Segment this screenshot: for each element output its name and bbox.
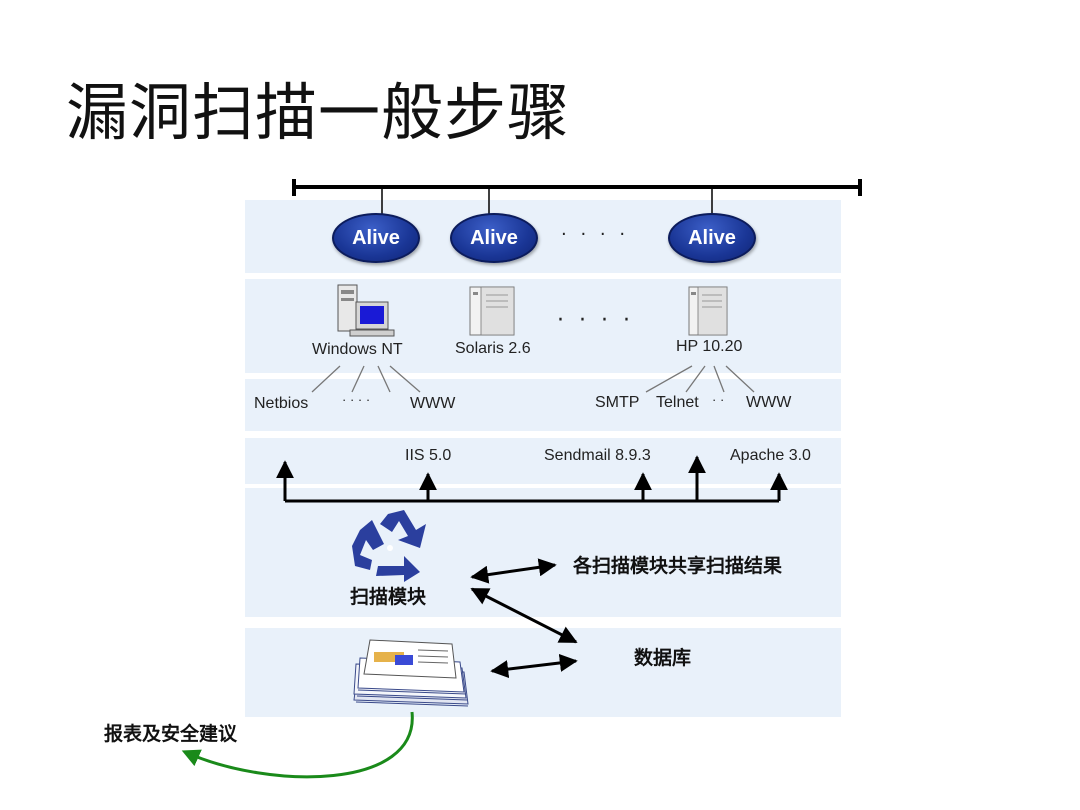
band-versions xyxy=(245,438,841,484)
host-hp-label: HP 10.20 xyxy=(676,338,743,355)
band-services xyxy=(245,379,841,431)
service-netbios: Netbios xyxy=(254,395,309,412)
server-icon-hp xyxy=(688,286,728,336)
version-sendmail: Sendmail 8.9.3 xyxy=(544,447,651,464)
server-icon-solaris xyxy=(469,286,515,336)
host-ellipsis: · · · · xyxy=(557,308,634,333)
workstation-icon xyxy=(337,284,395,337)
alive-node-2: Alive xyxy=(450,213,538,263)
service-www-left: WWW xyxy=(410,395,456,412)
service-telnet: Telnet xyxy=(656,394,699,411)
page-title: 漏洞扫描一般步骤 xyxy=(66,76,571,149)
service-ellipsis-left: · · · · xyxy=(342,392,371,407)
service-smtp: SMTP xyxy=(595,394,640,411)
shared-results-label: 各扫描模块共享扫描结果 xyxy=(573,555,783,577)
alive-node-3: Alive xyxy=(668,213,756,263)
service-www-right: WWW xyxy=(746,394,792,411)
collection-bracket xyxy=(276,455,788,503)
recycle-icon xyxy=(352,510,426,582)
network-bus xyxy=(292,179,862,215)
alive-node-1: Alive xyxy=(332,213,420,263)
report-label: 报表及安全建议 xyxy=(104,723,238,745)
report-stack-icon xyxy=(353,639,469,707)
data-flow-arrows xyxy=(470,558,578,679)
version-apache: Apache 3.0 xyxy=(730,447,811,464)
database-label: 数据库 xyxy=(634,647,692,669)
host-solaris-label: Solaris 2.6 xyxy=(455,340,531,357)
service-fan-left xyxy=(311,365,421,393)
service-fan-right xyxy=(645,365,755,393)
scan-module-label: 扫描模块 xyxy=(350,586,427,608)
report-curve xyxy=(181,711,414,779)
host-windows-label: Windows NT xyxy=(312,341,403,358)
version-iis: IIS 5.0 xyxy=(405,447,452,464)
alive-ellipsis: · · · · xyxy=(561,224,630,245)
service-ellipsis-right: · · xyxy=(712,392,725,407)
